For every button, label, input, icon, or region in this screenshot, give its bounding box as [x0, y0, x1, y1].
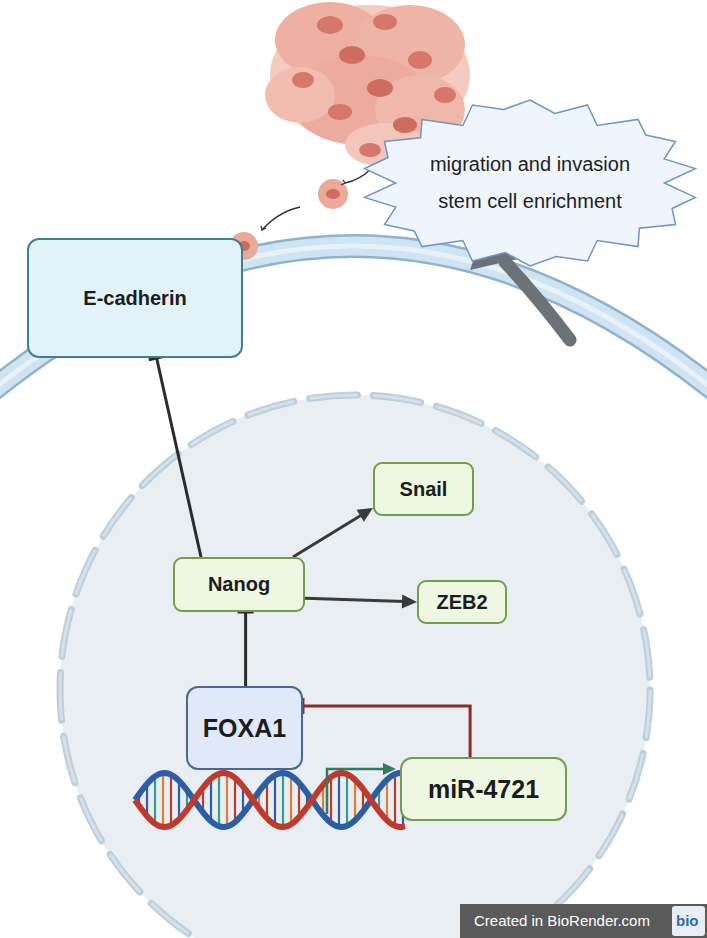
- gene-box: Snail: [373, 462, 474, 516]
- transcription-arrow: [327, 763, 396, 814]
- helix-stroke: [178, 781, 180, 820]
- inhibition-connector: [149, 356, 201, 557]
- node-label: Nanog: [208, 573, 270, 596]
- watermark-logo-text: bio: [676, 912, 699, 929]
- activation-connector: [293, 508, 373, 557]
- node-label: FOXA1: [203, 714, 286, 743]
- gene-box: Nanog: [173, 557, 305, 612]
- helix-stroke: [154, 776, 156, 823]
- nuclear-envelope: [60, 395, 650, 938]
- connector-line: [293, 514, 363, 557]
- migrating-cells: [230, 168, 372, 260]
- node-label: E-cadherin: [83, 287, 186, 310]
- transcription-factor-box: FOXA1: [186, 686, 303, 770]
- helix-stroke: [394, 774, 396, 826]
- nucleus: [60, 395, 650, 938]
- connector-line: [157, 358, 201, 557]
- dna-helix: [135, 773, 405, 827]
- gene-box: ZEB2: [417, 580, 507, 624]
- mirna-box: miR-4721: [400, 757, 567, 821]
- inhibition-connector: [303, 698, 470, 757]
- outcome-starburst: migration and invasionstem cell enrichme…: [360, 98, 700, 268]
- starburst-shape: [365, 100, 696, 266]
- inhibition-connector: [238, 612, 254, 686]
- helix-stroke: [266, 782, 268, 819]
- watermark-bar: [460, 904, 707, 938]
- helix-stroke: [234, 778, 236, 822]
- node-label: ZEB2: [436, 591, 487, 614]
- helix-stroke: [162, 773, 164, 827]
- helix-stroke: [330, 777, 332, 823]
- watermark-text: Created in BioRender.com: [474, 912, 650, 929]
- activation-connector: [305, 595, 417, 609]
- helix-stroke: [290, 776, 292, 825]
- helix-stroke: [346, 774, 348, 826]
- helix-stroke: [218, 774, 220, 826]
- helix-stroke: [282, 773, 284, 827]
- helix-stroke: [338, 773, 340, 827]
- helix-strand: [135, 773, 405, 827]
- starburst-outline: [360, 98, 700, 268]
- membrane-protein-box: E-cadherin: [27, 238, 243, 358]
- outcome-text: migration and invasion: [430, 146, 630, 183]
- connector-line: [244, 612, 247, 686]
- helix-stroke: [226, 773, 228, 826]
- node-label: miR-4721: [428, 775, 539, 804]
- nuclear-envelope-inner: [60, 395, 650, 938]
- watermark-logo: [672, 906, 705, 936]
- helix-strand: [135, 773, 405, 827]
- helix-stroke: [386, 780, 388, 821]
- helix-stroke: [354, 780, 356, 821]
- connector-line: [303, 706, 470, 757]
- helix-stroke: [170, 775, 172, 826]
- arrowhead: [357, 508, 373, 522]
- outcome-text: stem cell enrichment: [438, 183, 621, 220]
- helix-stroke: [274, 775, 276, 825]
- helix-stroke: [210, 779, 212, 821]
- arrowhead: [402, 595, 417, 609]
- node-label: Snail: [400, 478, 448, 501]
- connector-line: [305, 598, 405, 601]
